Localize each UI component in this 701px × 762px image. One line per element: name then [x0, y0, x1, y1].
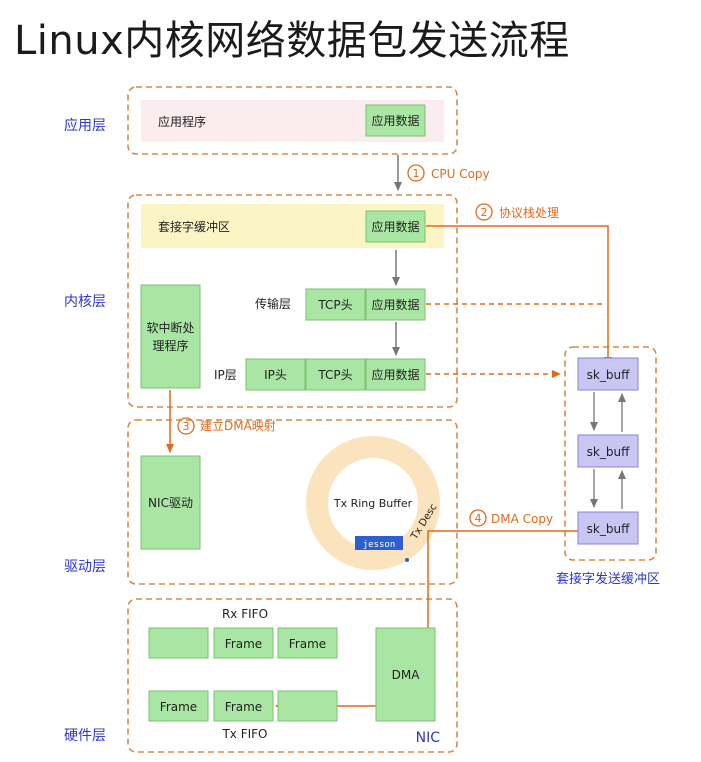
kernel-layer-box — [127, 194, 458, 408]
ip-header-label: IP头 — [264, 368, 287, 382]
rx-frame-1 — [213, 627, 274, 659]
softirq-handler-block — [140, 284, 201, 389]
app-data-block — [365, 104, 426, 137]
rx-frame-2 — [277, 627, 338, 659]
app-program-label: 应用程序 — [158, 114, 206, 129]
dma-label: DMA — [392, 668, 421, 682]
ip-tcp-header-label: TCP头 — [317, 368, 352, 382]
step2-circle — [475, 203, 493, 221]
sk-buff-2 — [577, 434, 639, 468]
sk-buff-2-label: sk_buff — [587, 445, 630, 459]
protocol-stack-arrow — [426, 225, 612, 366]
sk-buff-1-label: sk_buff — [587, 368, 630, 382]
step1-circle — [407, 164, 425, 182]
app-data-label: 应用数据 — [371, 113, 419, 128]
layer-label-hardware: 硬件层 — [64, 728, 106, 744]
nic-driver-block — [140, 455, 201, 550]
driver-layer-box — [127, 419, 458, 585]
softirq-label-line2: 理程序 — [152, 338, 188, 353]
tx-fifo-label: Tx FIFO — [221, 727, 267, 741]
page-title: Linux内核网络数据包发送流程 — [14, 18, 570, 64]
step3-label: 建立DMA映射 — [200, 418, 276, 433]
transport-layer-label: 传输层 — [255, 296, 291, 311]
ip-data-label: 应用数据 — [371, 367, 419, 382]
watermark-badge — [355, 536, 403, 550]
rx-frame-1-label: Frame — [225, 637, 262, 651]
step1-label: CPU Copy — [431, 167, 490, 181]
ip-layer-label: IP层 — [214, 368, 237, 382]
tcp-header-label: TCP头 — [317, 298, 352, 312]
socket-send-buffer-box — [564, 346, 657, 561]
step4-circle — [469, 509, 487, 527]
sk-buff-3 — [577, 511, 639, 545]
step2-label: 协议栈处理 — [499, 205, 559, 220]
tx-ring-buffer — [306, 436, 440, 570]
step3-number: 3 — [183, 420, 190, 433]
hardware-layer-box — [127, 598, 458, 753]
tcp-header-block — [305, 288, 366, 321]
step1-number: 1 — [413, 167, 420, 180]
ip-data-block — [365, 358, 426, 391]
tx-frame-2 — [213, 690, 274, 722]
tx-ring-buffer-label: Tx Ring Buffer — [333, 497, 413, 510]
layer-label-kernel: 内核层 — [64, 294, 106, 310]
layer-label-app: 应用层 — [64, 118, 106, 134]
socket-data-label: 应用数据 — [371, 219, 419, 234]
app-layer-box — [127, 86, 458, 155]
rx-fifo-label: Rx FIFO — [222, 607, 268, 621]
step4-number: 4 — [475, 512, 482, 525]
rx-frame-2-label: Frame — [289, 637, 326, 651]
rx-frame-empty — [148, 627, 209, 659]
step2-number: 2 — [481, 206, 488, 219]
layer-label-driver: 驱动层 — [64, 559, 106, 575]
socket-data-block — [365, 210, 426, 243]
dma-copy-arrow — [275, 530, 578, 710]
nic-label: NIC — [416, 730, 441, 746]
socket-send-buffer-caption: 套接字发送缓冲区 — [556, 571, 660, 587]
tx-frame-1 — [148, 690, 209, 722]
sk-buff-3-label: sk_buff — [587, 522, 630, 536]
step4-label: DMA Copy — [491, 512, 553, 526]
ip-tcp-header-block — [305, 358, 366, 391]
tx-frame-1-label: Frame — [160, 700, 197, 714]
watermark-dot — [405, 558, 409, 562]
softirq-label-line1: 软中断处 — [146, 320, 194, 335]
nic-driver-label: NIC驱动 — [148, 496, 193, 510]
tx-frame-2-label: Frame — [225, 700, 262, 714]
watermark-text: jesson — [363, 540, 396, 550]
step3-circle — [177, 417, 195, 435]
transport-data-label: 应用数据 — [371, 297, 419, 312]
dma-block — [375, 627, 436, 722]
ip-header-block — [245, 358, 306, 391]
socket-buffer-label: 套接字缓冲区 — [158, 219, 230, 234]
tx-frame-empty — [277, 690, 338, 722]
transport-data-block — [365, 288, 426, 321]
sk-buff-1 — [577, 357, 639, 391]
